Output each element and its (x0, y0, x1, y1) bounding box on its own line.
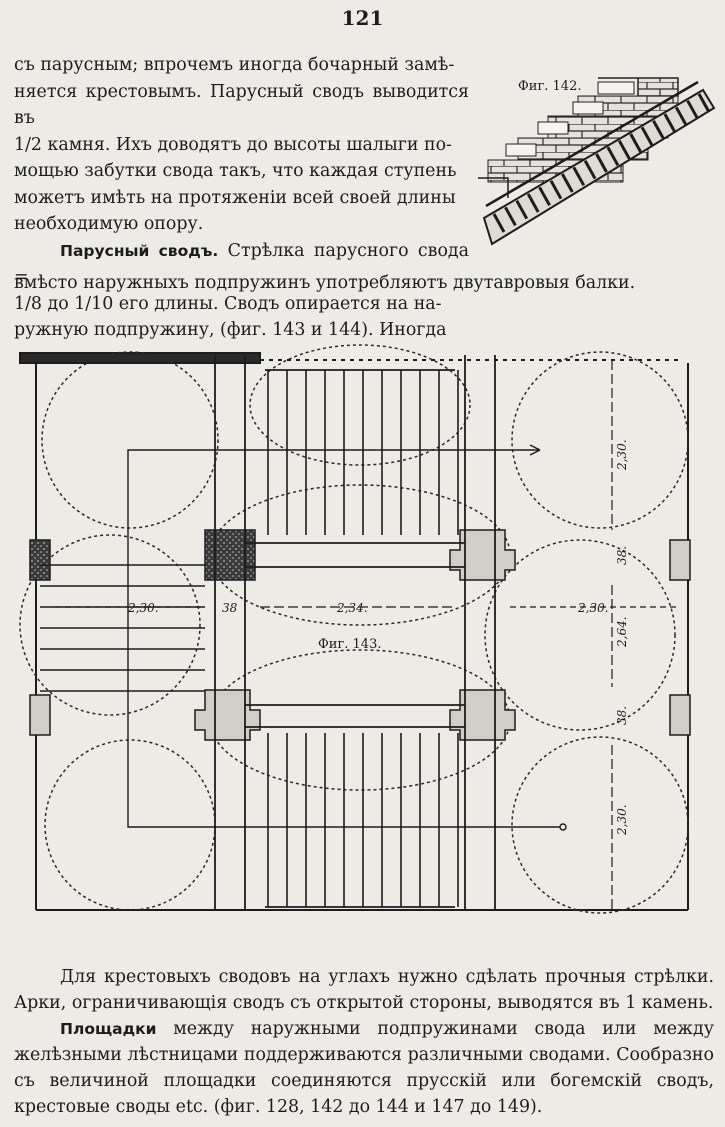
dimension-lines (55, 360, 680, 910)
voussoir (526, 193, 540, 213)
sail-vault-heading: Парусный сводъ. (60, 241, 219, 260)
walking-line (127, 444, 567, 831)
text-line: можетъ имѣть на протяженіи всей своей дл… (14, 187, 456, 208)
voussoir (504, 206, 517, 227)
landings-paragraph: Площадки между наружными подпружинами св… (14, 1016, 714, 1120)
vault-circles (19, 344, 689, 914)
voussoir (583, 159, 597, 180)
wall-outline (478, 177, 509, 198)
text-line: необходимую опору. (14, 214, 204, 234)
sail-vault-paragraph: Парусный сводъ. Стрѣлка парусного свода … (14, 238, 469, 291)
stair-treads-left (40, 564, 205, 692)
voussoir (549, 179, 563, 200)
voussoir (515, 199, 529, 220)
voussoir (561, 173, 574, 193)
voussoir (697, 93, 711, 113)
voussoir (686, 99, 699, 120)
sail-vault-last-line: вмѣсто наружныхъ подпружинъ употребляютъ… (14, 273, 636, 293)
figure-142-caption: Фиг. 142. (518, 79, 581, 94)
dim-right-mid-small: 38. (615, 546, 629, 565)
paragraph: Для крестовыхъ сводовъ на углахъ нужно с… (14, 964, 714, 1016)
dim-right-lower-small: 38. (615, 706, 629, 725)
dim-left-small: 38 (222, 601, 238, 615)
voussoir (606, 146, 620, 167)
text-line: ружную подпружину, (фиг. 143 и 144). Ино… (14, 320, 447, 340)
text-line: няется крестовымъ. Парусный сводъ выводи… (14, 81, 469, 129)
text-line: 1/2 камня. Ихъ доводятъ до высоты шалыги… (14, 134, 452, 155)
text-line: 1/8 до 1/10 его длины. Сводъ опирается н… (14, 293, 442, 314)
outer-walls (19, 352, 689, 911)
voussoir (652, 119, 665, 140)
voussoir (595, 153, 608, 173)
voussoir-hatching (492, 93, 711, 233)
figure-143-caption: Фиг. 143. (318, 637, 381, 652)
voussoir (572, 166, 586, 187)
figure-142: Фиг. 142. (478, 77, 716, 246)
beams (214, 355, 496, 910)
page-number: 121 (341, 6, 384, 30)
text-run: Стрѣлка парусного свода = (14, 240, 469, 288)
voussoir (674, 106, 688, 127)
text-line: съ парусным; впрочемъ иногда бочарный за… (14, 55, 455, 75)
dim-right-top: 2,30. (615, 439, 629, 471)
dim-right-horizontal: 2,30. (577, 601, 609, 615)
landings-heading: Площадки (60, 1020, 157, 1038)
dim-center-horizontal: 2,34. (336, 601, 368, 615)
dim-right-mid-vertical: 2,64. (615, 616, 629, 648)
voussoir (538, 186, 551, 207)
piers (29, 529, 691, 741)
stair-treads-top (267, 370, 459, 535)
text-run: Для крестовыхъ сводовъ на углахъ нужно с… (14, 967, 714, 1013)
voussoir (640, 126, 654, 147)
dim-left-horizontal: 2,30. (127, 601, 159, 615)
text-run: между наружными подпружинами свода или м… (14, 1019, 714, 1117)
voussoir (663, 113, 677, 133)
top-text-block: съ парусным; впрочемъ иногда бочарный за… (14, 52, 469, 344)
bottom-text-block: Для крестовыхъ сводовъ на углахъ нужно с… (14, 964, 714, 1120)
voussoir (617, 139, 631, 160)
voussoir (629, 133, 642, 153)
dim-right-bottom: 2,30. (615, 804, 629, 836)
text-line: мощью забутки свода такъ, что каждая сту… (14, 161, 457, 181)
stair-treads-bottom (267, 733, 459, 907)
voussoir (492, 213, 506, 233)
figure-143: 2,30. 38. 2,64. 38. 2,30. 2,30. 38 2,34.… (19, 344, 691, 914)
